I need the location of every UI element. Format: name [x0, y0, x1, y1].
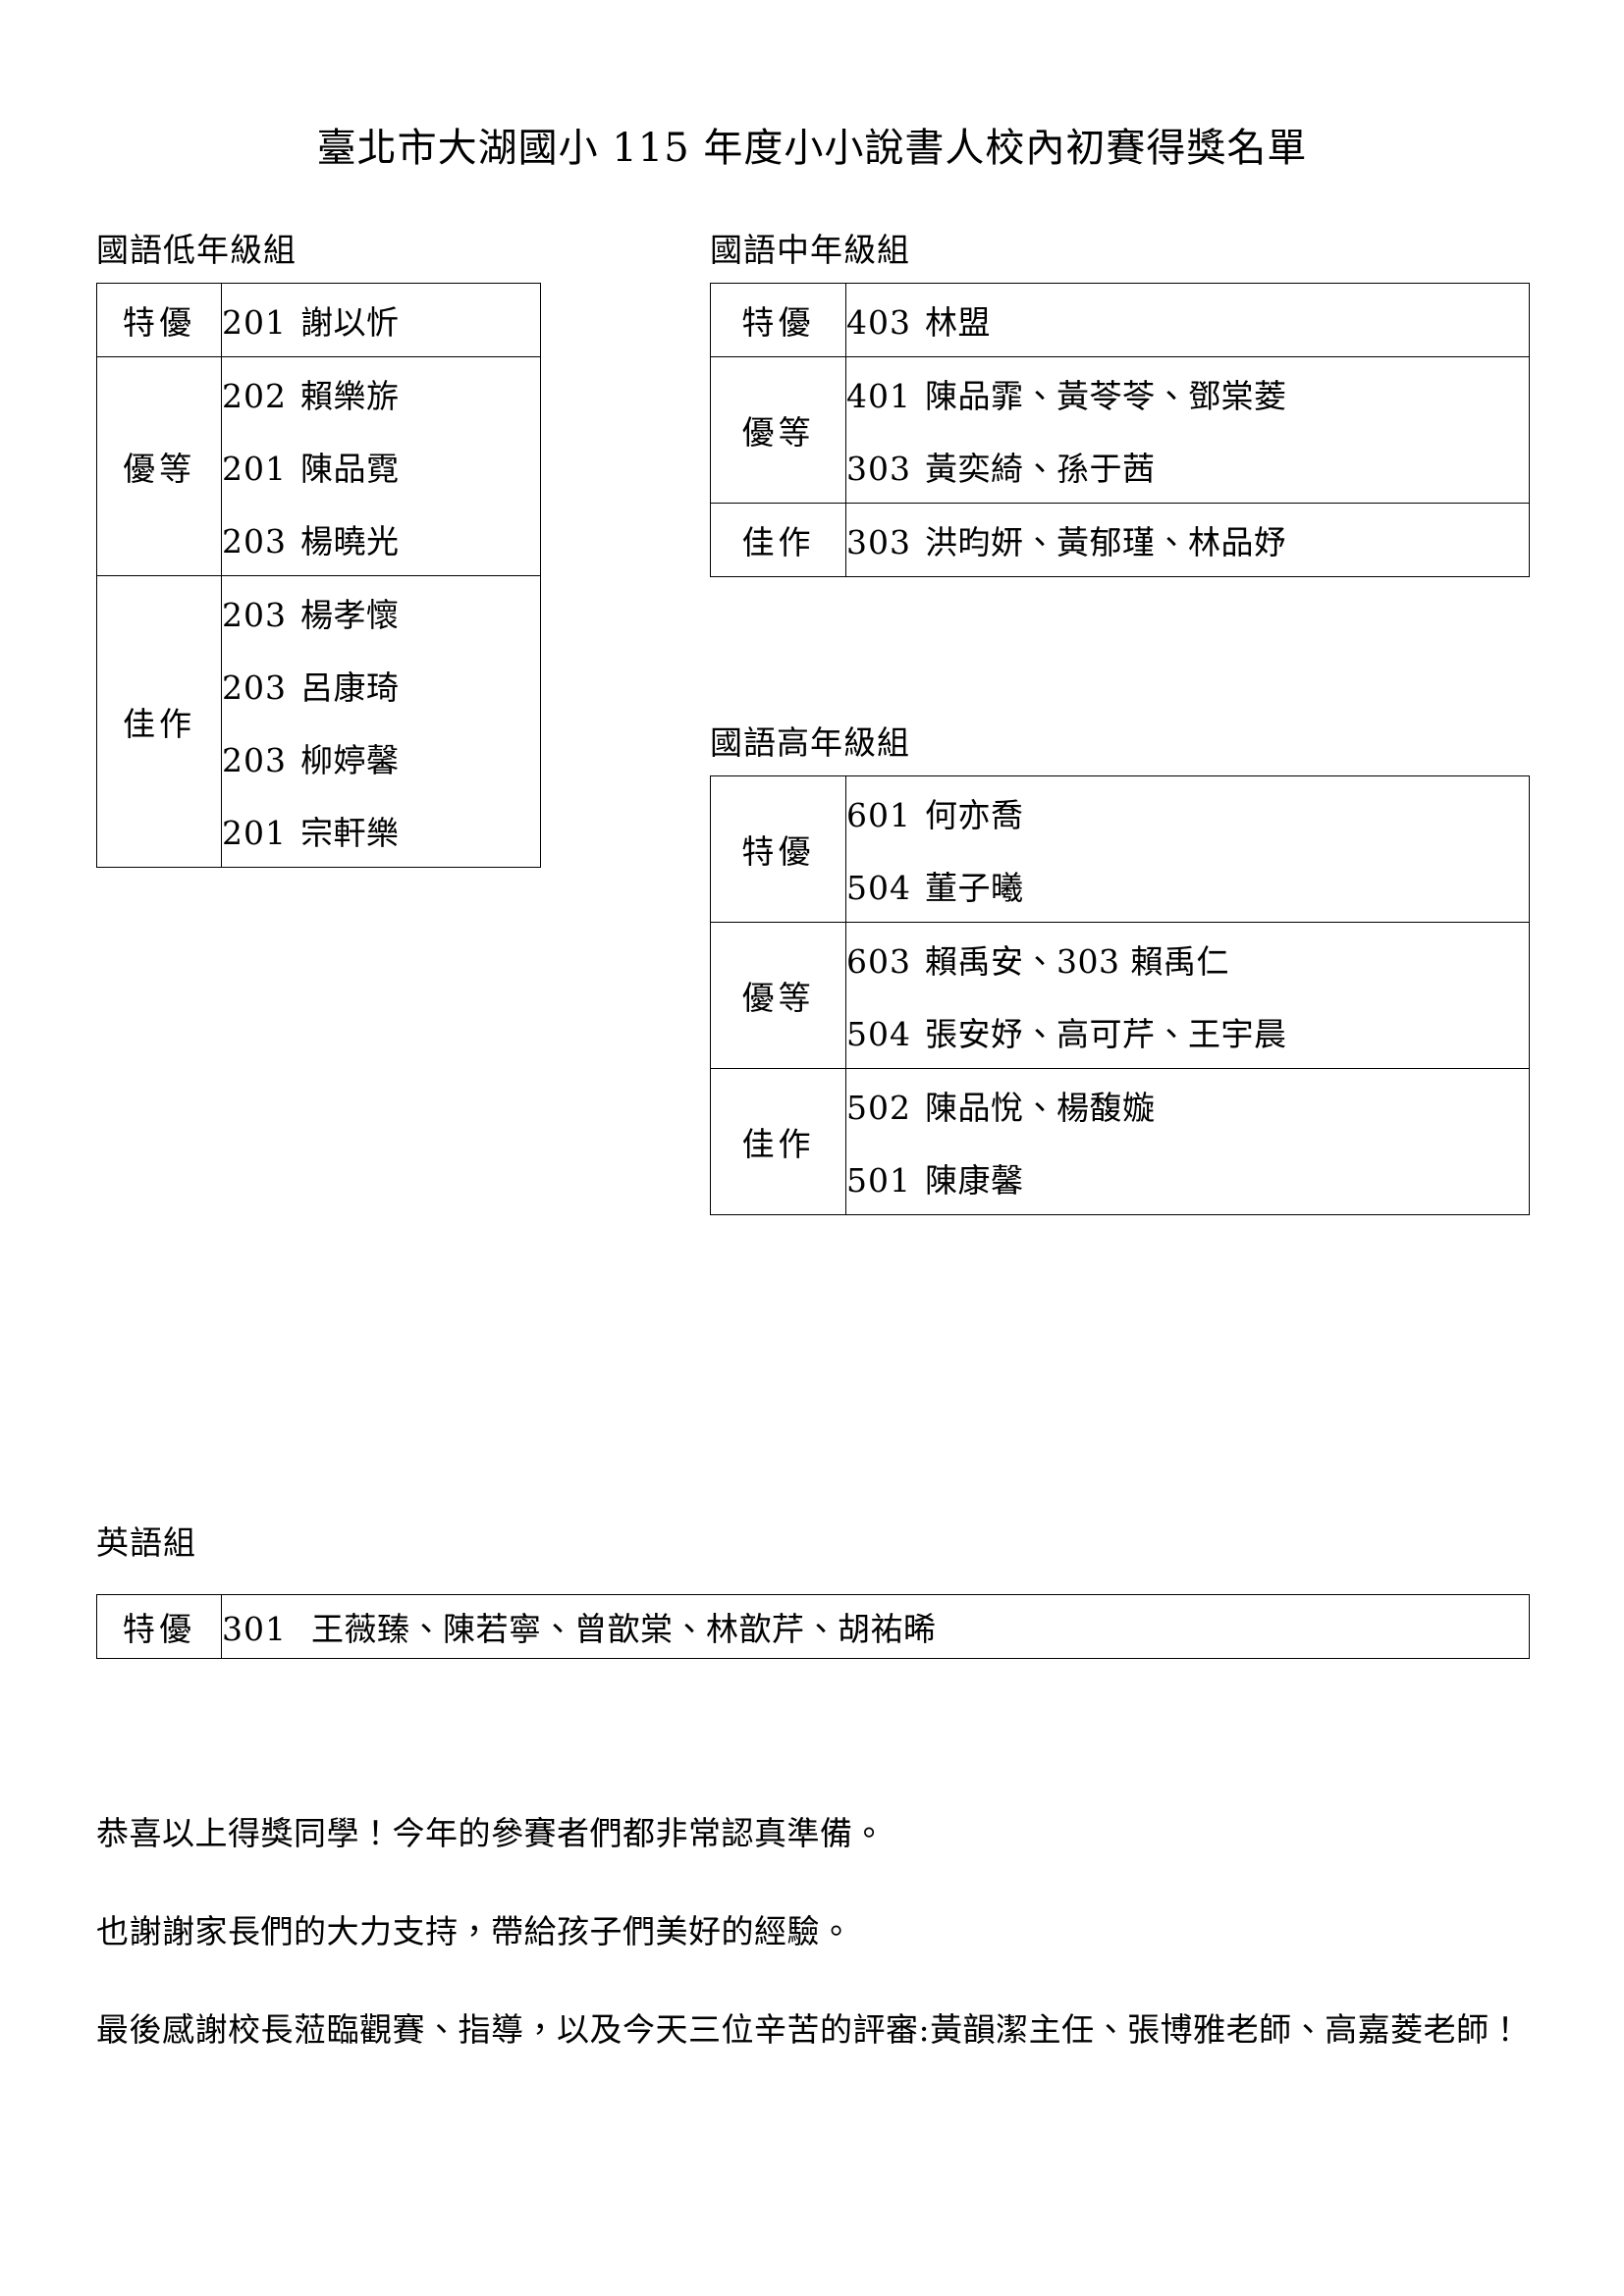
rank-label: 優等	[710, 356, 846, 504]
section-caption-mandarin-middle: 國語中年級組	[710, 231, 910, 269]
section-caption-english: 英語組	[96, 1523, 196, 1562]
rank-label: 佳作	[96, 575, 222, 868]
rank-label: 佳作	[710, 503, 846, 577]
closing-line-1: 恭喜以上得獎同學！今年的參賽者們都非常認真準備。	[96, 1814, 886, 1852]
section-caption-mandarin-lower: 國語低年級組	[96, 231, 297, 269]
names-cell: 301 王薇臻、陳若寧、曾歆棠、林歆芹、胡祐晞	[221, 1594, 1530, 1659]
rank-label: 佳作	[710, 1068, 846, 1215]
rank-label: 特優	[710, 283, 846, 357]
closing-remarks: 恭喜以上得獎同學！今年的參賽者們都非常認真準備。 也謝謝家長們的大力支持，帶給孩…	[96, 1785, 1540, 2079]
name-line: 301 王薇臻、陳若寧、曾歆棠、林歆芹、胡祐晞	[222, 1610, 937, 1648]
table-row: 特優 301 王薇臻、陳若寧、曾歆棠、林歆芹、胡祐晞	[96, 1594, 1530, 1659]
rank-label: 優等	[96, 356, 222, 576]
closing-line-3: 最後感謝校長蒞臨觀賽、指導，以及今天三位辛苦的評審:黃韻潔主任、張博雅老師、高嘉…	[96, 2010, 1523, 2049]
section-caption-mandarin-upper: 國語高年級組	[710, 723, 910, 762]
page-title: 臺北市大湖國小 115 年度小小說書人校內初賽得獎名單	[316, 126, 1308, 171]
rank-label: 優等	[710, 922, 846, 1069]
rank-label: 特優	[96, 283, 222, 357]
rank-label: 特優	[710, 775, 846, 923]
closing-line-2: 也謝謝家長們的大力支持，帶給孩子們美好的經驗。	[96, 1912, 853, 1950]
award-table-english: 特優 301 王薇臻、陳若寧、曾歆棠、林歆芹、胡祐晞	[96, 1594, 1530, 1659]
rank-label: 特優	[96, 1594, 222, 1659]
